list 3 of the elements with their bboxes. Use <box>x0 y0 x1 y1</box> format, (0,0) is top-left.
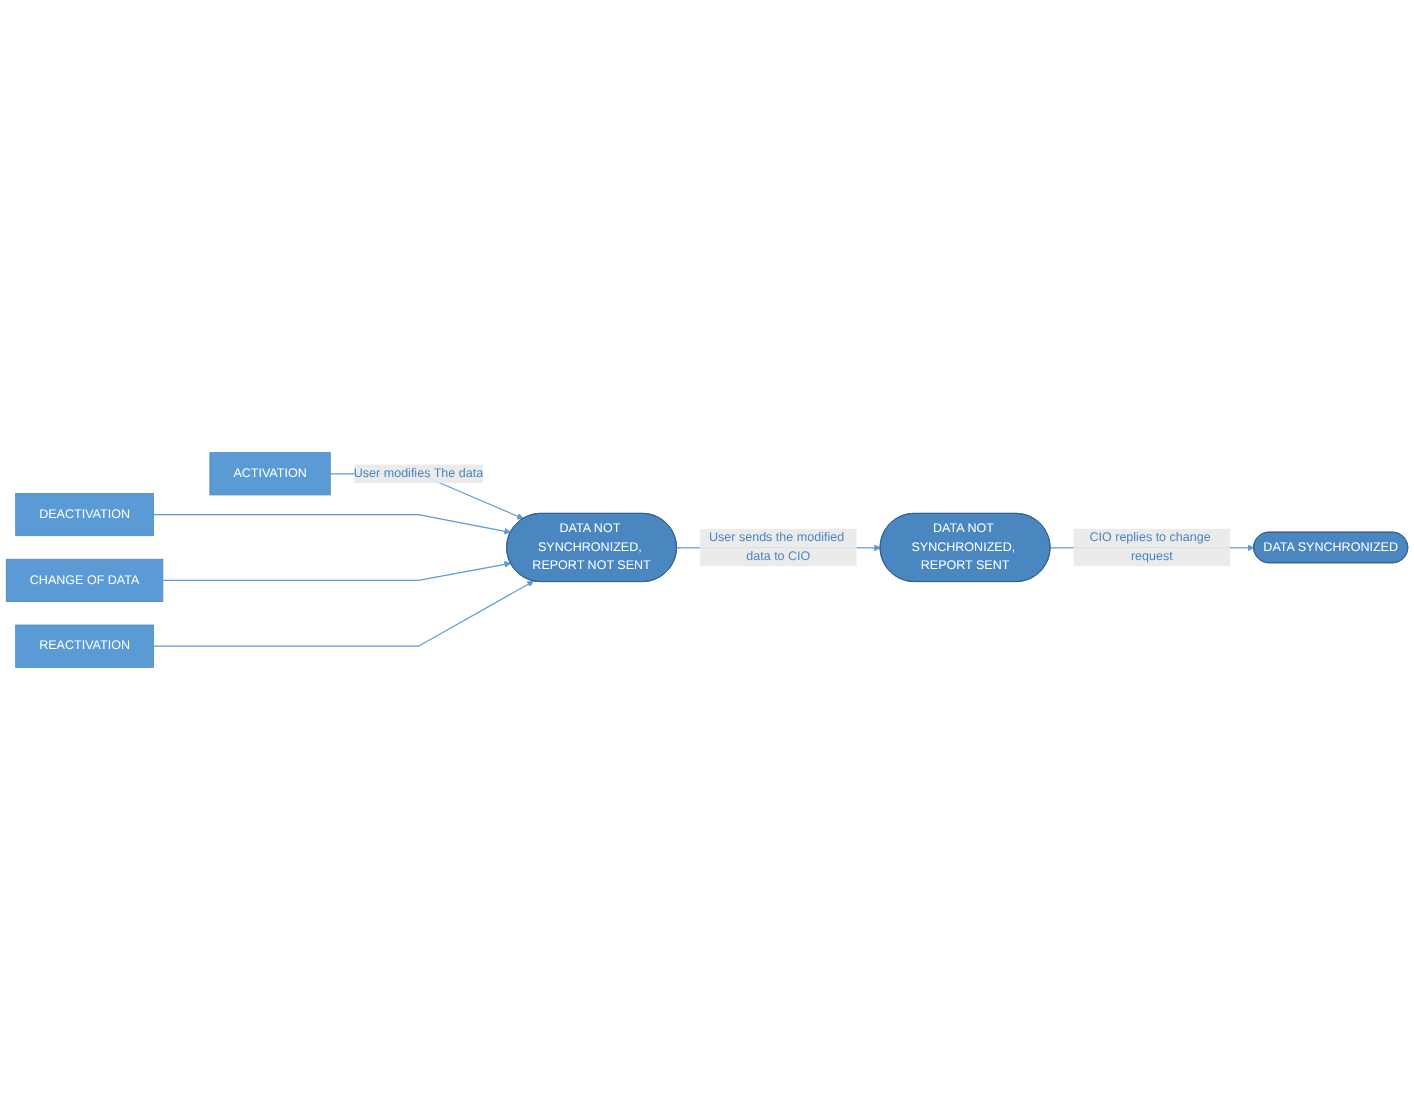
arrow <box>162 561 512 581</box>
arrow <box>152 513 512 535</box>
arrow <box>152 580 534 647</box>
